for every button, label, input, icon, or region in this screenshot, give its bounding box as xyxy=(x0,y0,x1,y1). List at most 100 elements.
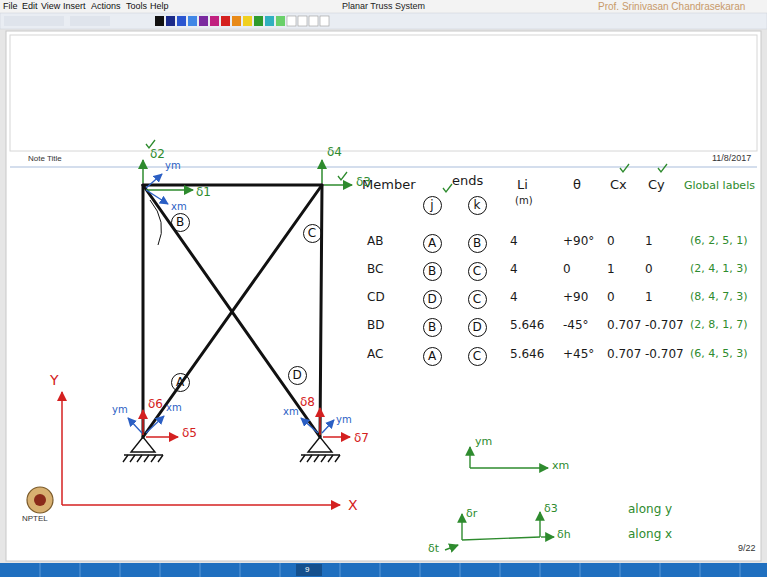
sketch-label: ym xyxy=(475,436,492,449)
sketch-label: δr xyxy=(466,508,477,521)
axis-label: Y xyxy=(50,372,59,388)
color-swatch xyxy=(276,16,285,26)
table-cell: BC xyxy=(367,263,383,277)
menu-item: File xyxy=(3,1,18,11)
joint-circle: B xyxy=(171,213,190,232)
title-rule xyxy=(10,167,757,168)
dof-arrow xyxy=(146,189,193,191)
dof-label: δ6 xyxy=(148,398,163,412)
end-circle: B xyxy=(423,318,442,337)
truss-member xyxy=(320,185,322,437)
table-cell: +45° xyxy=(563,348,594,362)
dof-arrows xyxy=(62,392,350,505)
table-cell: (2, 4, 1, 3) xyxy=(690,263,748,276)
table-cell: 5.646 xyxy=(510,348,544,362)
dof-arrows xyxy=(143,160,352,190)
note-date: 11/8/2017 xyxy=(712,153,751,163)
local-axis xyxy=(146,190,168,204)
task-bar xyxy=(0,563,767,577)
end-circle: D xyxy=(468,318,487,337)
node-letter: A xyxy=(428,350,436,362)
end-circle: B xyxy=(468,234,487,253)
pin-support xyxy=(123,437,340,462)
table-cell: AB xyxy=(367,235,383,249)
support-triangle xyxy=(308,437,332,452)
local-axis xyxy=(301,418,318,433)
local-axis xyxy=(128,418,142,433)
color-swatch xyxy=(320,16,329,26)
author-name: Prof. Srinivasan Chandrasekaran xyxy=(598,1,745,13)
truss-member xyxy=(143,185,322,437)
color-swatch xyxy=(298,16,307,26)
dof-label: δ7 xyxy=(354,432,369,446)
table-header: Li xyxy=(517,178,528,193)
menu-bar xyxy=(0,0,767,13)
end-circle: C xyxy=(468,347,487,366)
table-cell: (6, 2, 5, 1) xyxy=(690,235,748,248)
page-tab xyxy=(296,564,322,576)
node-letter: B xyxy=(176,216,184,228)
nptel-logo xyxy=(34,494,46,506)
local-axis-label: ym xyxy=(165,160,181,172)
table-cell: 4 xyxy=(510,263,518,277)
truss-member xyxy=(143,184,322,187)
end-circle: A xyxy=(423,234,442,253)
color-swatch xyxy=(254,16,263,26)
color-swatch xyxy=(210,16,219,26)
color-swatch xyxy=(177,16,186,26)
menu-item: Help xyxy=(150,1,169,11)
sketch-arrow xyxy=(461,514,462,540)
local-axis-label: xm xyxy=(283,406,299,418)
table-cell: AC xyxy=(367,348,383,362)
table-cell: BD xyxy=(367,319,384,333)
tool-icons xyxy=(4,16,64,26)
end-circle: C xyxy=(468,290,487,309)
check-mark xyxy=(146,140,155,148)
logo-text: NPTEL xyxy=(22,514,48,523)
end-circle: D xyxy=(423,290,442,309)
table-header: Cx xyxy=(610,178,627,193)
table-header: ends xyxy=(452,174,483,189)
dof-arrow xyxy=(146,436,178,438)
table-cell: 1 xyxy=(645,235,653,249)
joint-circle: C xyxy=(303,224,322,243)
end-circle: B xyxy=(423,262,442,281)
table-header: θ xyxy=(573,178,581,193)
color-swatch xyxy=(243,16,252,26)
menu-item: Actions xyxy=(91,1,121,11)
sketch-arrow xyxy=(469,447,470,468)
table-cell: 0 xyxy=(563,263,571,277)
local-axis-label: ym xyxy=(112,404,128,416)
node-letter: A xyxy=(176,376,184,388)
end-circle: A xyxy=(423,347,442,366)
sketch-note: along y xyxy=(628,503,672,517)
color-swatch xyxy=(287,16,296,26)
dof-label: δ4 xyxy=(327,146,342,160)
dof-arrow xyxy=(324,184,352,186)
dof-arrow xyxy=(142,160,144,183)
note-title: Note Title xyxy=(28,154,62,163)
sketch-label: δt xyxy=(428,543,439,556)
end-circle: C xyxy=(468,262,487,281)
sketch-arrow xyxy=(539,512,540,537)
table-cell: +90° xyxy=(563,235,594,249)
table-cell: 4 xyxy=(510,291,518,305)
nptel-logo xyxy=(27,487,53,513)
sketch-arrow xyxy=(541,536,554,537)
table-header: Cy xyxy=(648,178,665,193)
check-marks xyxy=(146,140,667,192)
global-axis xyxy=(61,392,63,505)
table-cell: 1 xyxy=(607,263,615,277)
node-letter: j xyxy=(430,199,433,211)
node-letter: C xyxy=(473,293,481,305)
table-cell: 0 xyxy=(607,291,615,305)
table-cell: 0.707 xyxy=(607,319,641,333)
node-letter: D xyxy=(292,369,301,381)
color-swatch xyxy=(232,16,241,26)
sketch-label: δ3 xyxy=(544,503,558,516)
table-header: (m) xyxy=(515,195,533,207)
node-letter: C xyxy=(473,350,481,362)
table-cell: 1 xyxy=(645,291,653,305)
